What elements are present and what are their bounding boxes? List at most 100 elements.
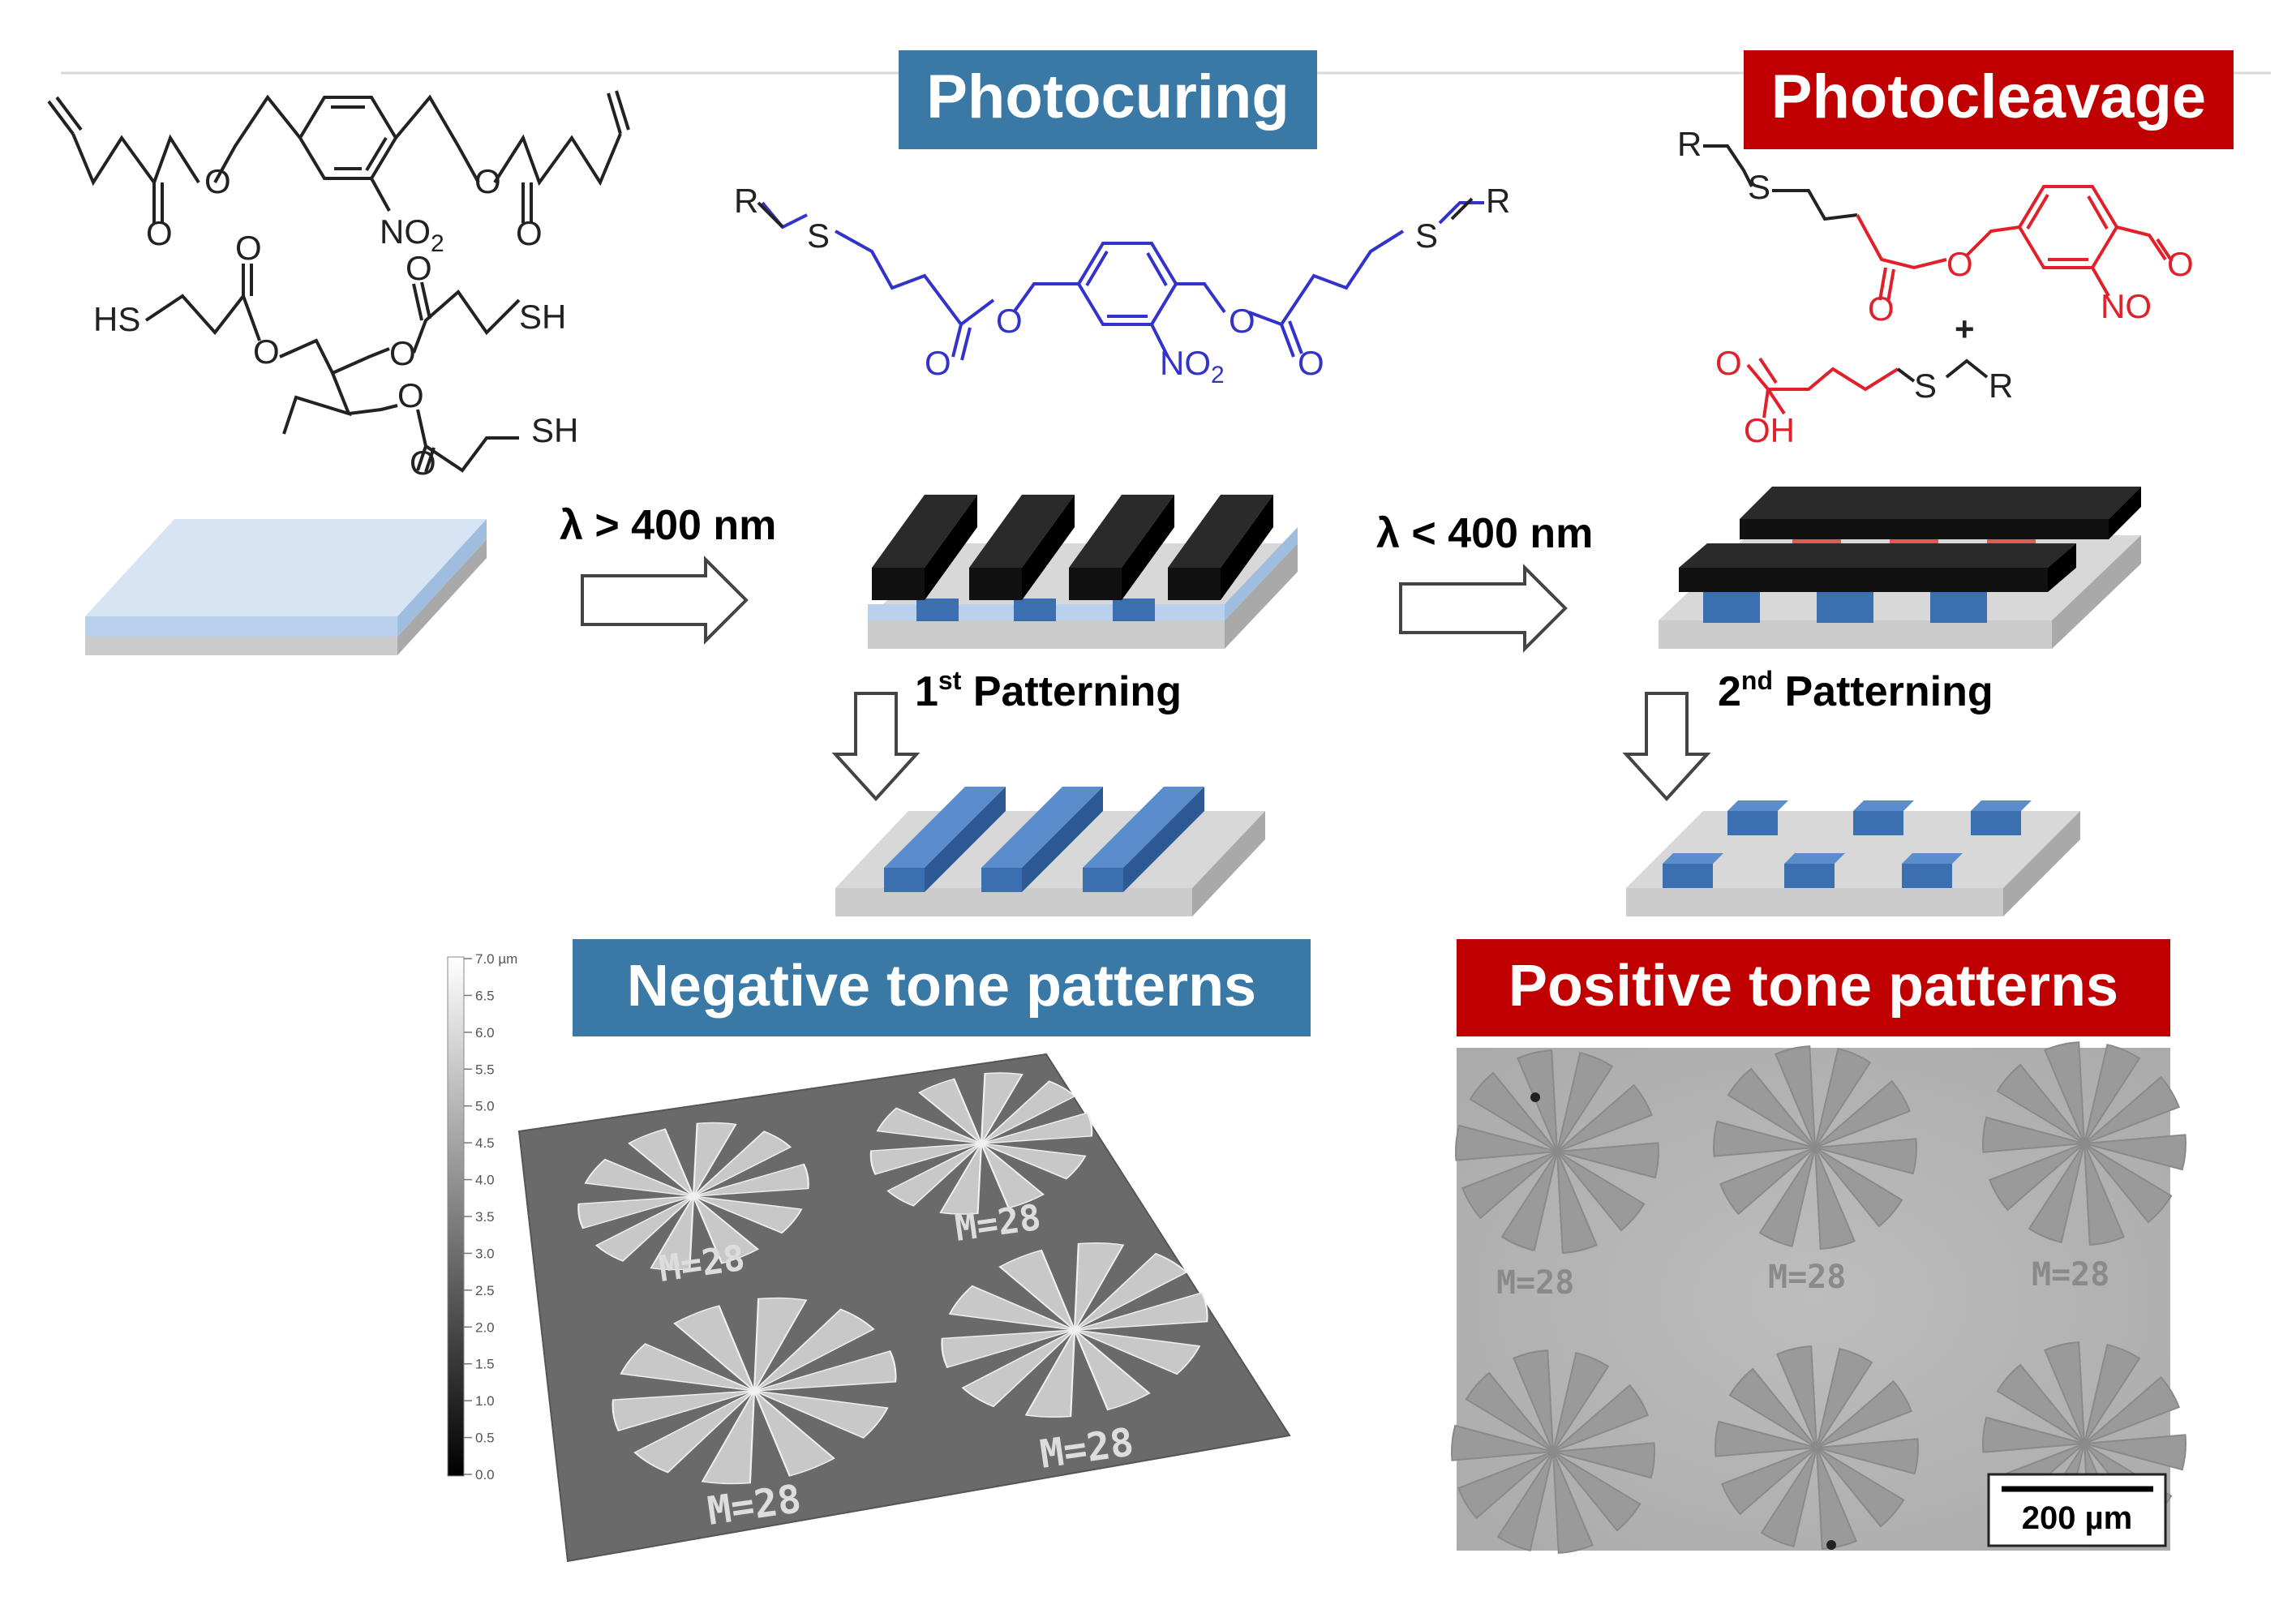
- first-patterning-label: 1st Patterning: [915, 666, 1182, 715]
- sector-wedge: [628, 1128, 695, 1197]
- sector-wedge: [1814, 1079, 1911, 1148]
- r-group: R: [1677, 125, 1702, 163]
- colorbar-ticks: 7.0 µm6.56.05.55.04.54.03.53.02.52.01.51…: [464, 951, 517, 1482]
- photomask-exposure-slab: [868, 495, 1298, 649]
- sector-wedge: [948, 1285, 1075, 1331]
- sector-wedge: [1496, 1451, 1554, 1551]
- sector-wedge: [1775, 1045, 1816, 1148]
- sector-wedge: [753, 1349, 897, 1392]
- sector-wedge: [620, 1343, 755, 1392]
- sector-wedge: [612, 1390, 755, 1432]
- sector-wedge: [1714, 1420, 1817, 1457]
- sector-pattern: [869, 1072, 1093, 1215]
- carbonyl-oxygen: O: [235, 229, 262, 267]
- sector-wedge: [2044, 1341, 2085, 1444]
- remaining-blocks: [1663, 800, 2032, 888]
- sector-wedge: [1556, 1142, 1659, 1179]
- sector-wedge: [981, 1080, 1076, 1144]
- sector-wedge: [1461, 1151, 1558, 1220]
- short-wavelength-label: λ < 400 nm: [1376, 510, 1593, 557]
- sector-wedge: [918, 1078, 983, 1144]
- carbonyl-oxygen: O: [1868, 290, 1895, 328]
- sector-wedge: [1982, 1416, 2085, 1453]
- sector-wedge: [650, 1195, 695, 1271]
- sector-wedge: [1074, 1292, 1208, 1331]
- sector-wedge: [998, 1249, 1076, 1331]
- ester-oxygen: O: [389, 334, 416, 372]
- ester-oxygen: O: [996, 302, 1023, 340]
- carbonyl-oxygen: O: [410, 444, 436, 482]
- ester-oxygen: O: [204, 162, 231, 200]
- colorbar-tick-label: 1.0: [475, 1393, 495, 1409]
- sector-wedge: [1727, 1067, 1816, 1148]
- scale-bar: 200 µm: [1987, 1473, 2167, 1547]
- colorbar-tick-label: 5.0: [475, 1099, 495, 1114]
- sulfur-atom: S: [1914, 367, 1937, 405]
- sector-wedge: [577, 1195, 694, 1229]
- trithiol-molecule: [144, 264, 521, 473]
- r-group: R: [734, 182, 758, 220]
- carbonyl-oxygen: O: [925, 344, 951, 382]
- sector-wedge: [584, 1158, 694, 1197]
- sector-pattern: [577, 1122, 809, 1271]
- sector-wedge: [1719, 1147, 1816, 1216]
- sector-wedge: [1457, 1451, 1554, 1520]
- sector-wedge: [1758, 1147, 1816, 1247]
- sector-wedge: [1552, 1451, 1642, 1532]
- sector-wedge: [1816, 1379, 1912, 1448]
- sector-wedge: [692, 1195, 759, 1264]
- photocleavage-tag: Photocleavage: [1744, 50, 2234, 149]
- trithiol-atoms: HS O O O O SH O O SH: [93, 229, 578, 482]
- sector-wedge: [1816, 1447, 1905, 1528]
- photomask-bars-1: [872, 495, 1273, 600]
- nitrobenzyl-diene-molecule: [47, 90, 630, 223]
- colorbar-tick-label: 5.5: [475, 1062, 495, 1077]
- aldehyde-oxygen: O: [2167, 245, 2194, 283]
- sector-pattern: [941, 1242, 1208, 1418]
- sector-wedge: [1469, 1071, 1558, 1152]
- sector-wedge: [2084, 1375, 2180, 1444]
- sector-wedge: [1816, 1447, 1857, 1550]
- sector-wedge: [869, 1143, 982, 1175]
- sector-wedge: [1713, 1120, 1816, 1157]
- sector-wedge: [1465, 1371, 1554, 1452]
- scale-bar-label: 200 µm: [2022, 1500, 2132, 1536]
- sector-wedge: [1814, 1147, 1903, 1228]
- sector-wedge: [1556, 1151, 1598, 1254]
- sector-wedge: [2084, 1434, 2187, 1471]
- sector-wedge: [1776, 1345, 1817, 1448]
- ester-oxygen: O: [474, 162, 501, 200]
- photomask-bars-2: [1679, 487, 2141, 592]
- nitro-group: NO2: [380, 212, 444, 257]
- sector-wedge: [1814, 1048, 1872, 1148]
- afm-flower-patterns: [577, 1072, 1208, 1485]
- colorbar-tick-label: 3.5: [475, 1209, 495, 1225]
- sector-wedge: [2028, 1143, 2085, 1243]
- negative-pattern-slab: [835, 787, 1265, 916]
- sulfur-atom: S: [1748, 168, 1770, 206]
- sector-wedge: [633, 1390, 755, 1474]
- micrograph-label: M=28: [1496, 1264, 1574, 1302]
- sector-wedge: [980, 1072, 1024, 1144]
- carbonyl-oxygen: O: [146, 214, 173, 252]
- photocuring-tag: Photocuring: [899, 50, 1317, 149]
- positive-tone-label: Positive tone patterns: [1508, 954, 2118, 1019]
- sector-wedge: [1073, 1329, 1151, 1411]
- r-group: R: [1486, 182, 1510, 220]
- cured-stripes: [884, 787, 1204, 892]
- sulfur-atom: S: [807, 217, 830, 255]
- thiol-group: HS: [93, 300, 140, 338]
- sector-pattern: [1455, 1049, 1659, 1254]
- coated-substrate-slab: [85, 519, 487, 655]
- long-wavelength-label: λ > 400 nm: [560, 502, 776, 549]
- negative-tone-tag: Negative tone patterns: [573, 939, 1311, 1036]
- photocured-molecule: [761, 201, 1484, 361]
- sector-pattern: [1982, 1041, 2187, 1246]
- photocleavage-label: Photocleavage: [1771, 62, 2206, 131]
- nitroso-group: NO: [2101, 287, 2152, 325]
- sector-wedge: [2084, 1075, 2180, 1144]
- sector-wedge: [886, 1143, 982, 1207]
- r-group: R: [1989, 367, 2013, 405]
- colorbar-tick-label: 7.0 µm: [475, 951, 517, 967]
